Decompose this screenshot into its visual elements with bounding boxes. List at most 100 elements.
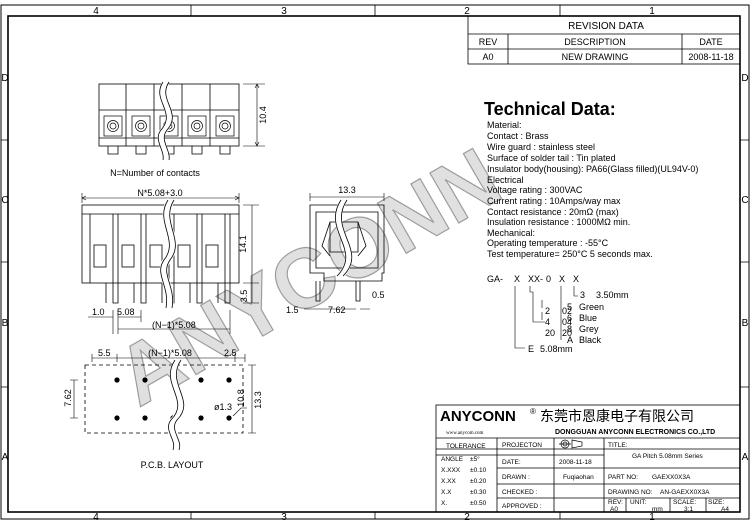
- company-chinese-name: 东莞市恩康电子有限公司: [540, 408, 694, 424]
- title-block: ANYCONN ® 东莞市恩康电子有限公司 www.anycom.com DON…: [435, 404, 741, 513]
- tol-name-0: ANGLE: [441, 456, 464, 463]
- tech-line-6: Voltage rating : 300VAC: [487, 185, 583, 195]
- drawing-frame: [0, 4, 750, 520]
- side-view-housing: [309, 204, 385, 282]
- tech-line-7: Current rating : 10Amps/way max: [487, 196, 621, 206]
- tol-value-4: ±0.50: [470, 500, 487, 507]
- zone-col-top-3: 3: [281, 6, 287, 17]
- tech-line-8: Contact resistance : 20mΩ (max): [487, 207, 619, 217]
- part-no-label: PART NO:: [608, 474, 638, 481]
- zone-row-right-c: C: [741, 195, 748, 206]
- tech-line-0: Material:: [487, 120, 522, 130]
- dim-pitch-total: (N−1)*5.08: [152, 320, 196, 330]
- zone-row-right-b: B: [742, 318, 749, 329]
- dim-front-height: 14.1: [238, 235, 248, 253]
- tech-line-3: Surface of solder tail : Tin plated: [487, 153, 616, 163]
- code-e-desc: 5.08mm: [540, 344, 573, 354]
- code-zero: 0: [546, 274, 551, 284]
- color-code-3: A: [567, 335, 573, 345]
- scale-value: 3:1: [684, 506, 693, 513]
- dim-pcb-outer-height: 13.3: [253, 391, 263, 409]
- checked-label: CHECKED :: [502, 489, 538, 496]
- scale-label: SCALE:: [673, 499, 696, 506]
- front-dim-lines: [88, 310, 231, 334]
- size-value: A4: [721, 506, 729, 513]
- top-view-housing: [98, 83, 240, 147]
- front-view-housing: [81, 204, 240, 284]
- tech-line-1: Contact : Brass: [487, 131, 549, 141]
- color-code-1: 6: [567, 313, 572, 323]
- company-website: www.anycom.com: [446, 431, 484, 436]
- count-code-0: 2: [545, 306, 550, 316]
- drawn-value: Fuqiaohan: [563, 474, 594, 481]
- count-code-2: 20: [545, 328, 555, 338]
- rev-value: A0: [610, 506, 618, 513]
- dim-pcb-right-offset: 2.5: [224, 348, 237, 358]
- projection-label: PROJECTON: [502, 442, 542, 449]
- count-value-1: 04: [562, 317, 572, 327]
- count-code-1: 4: [545, 317, 550, 327]
- tech-line-9: Insulation resistance : 1000MΩ min.: [487, 217, 631, 227]
- top-view-caption: N=Number of contacts: [110, 168, 200, 178]
- tech-line-5: Electrical: [487, 175, 524, 185]
- dim-pitch: 5.08: [117, 307, 135, 317]
- company-logo-text: ANYCONN: [440, 408, 516, 425]
- tol-value-2: ±0.20: [470, 478, 487, 485]
- rev-label: REV:: [608, 499, 623, 506]
- dim-overall-length: N*5.08+3.0: [137, 188, 182, 198]
- code-prefix: GA-: [487, 274, 503, 284]
- tolerance-label: TOLERANCE: [446, 443, 486, 450]
- approved-label: APPROVED :: [502, 503, 542, 510]
- pcb-caption: P.C.B. LAYOUT: [141, 460, 204, 470]
- zone-row-right-d: D: [741, 73, 748, 84]
- tech-line-4: Insulator body(housing): PA66(Glass fill…: [487, 164, 699, 174]
- dim-hole-diameter: ø1.3: [214, 402, 232, 412]
- dim-pin-width: 1.0: [92, 307, 105, 317]
- tol-value-1: ±0.10: [470, 467, 487, 474]
- revision-table: REVISION DATA REV DESCRIPTION DATE A0 NE…: [467, 15, 741, 65]
- dim-side-pin: 0.5: [372, 290, 385, 300]
- dim-pcb-row-spacing: 7.62: [63, 389, 73, 407]
- front-view: [81, 193, 259, 309]
- zone-col-bottom-4: 4: [93, 512, 99, 523]
- projection-symbol-icon: [559, 439, 583, 449]
- revision-header-date: DATE: [699, 37, 722, 47]
- dim-top-height: 10.4: [258, 106, 268, 124]
- code-pitch: X: [573, 274, 579, 284]
- count-value-2: 20: [562, 328, 572, 338]
- tech-data-title: Technical Data:: [484, 99, 616, 119]
- tol-value-3: ±0.30: [470, 489, 487, 496]
- tol-name-1: X.XXX: [441, 467, 461, 474]
- dim-pcb-inner-height: 10.8: [236, 389, 246, 407]
- color-name-1: Blue: [579, 313, 597, 323]
- revision-header-rev: REV: [479, 37, 498, 47]
- code-color: X: [559, 274, 565, 284]
- tech-line-11: Operating temperature : -55°C: [487, 238, 609, 248]
- zone-row-left-b: B: [2, 318, 9, 329]
- part-code: GA- X XX- 0 X X 3 3.50mm 5 Green 6 Blue …: [487, 274, 629, 354]
- dim-side-pitch: 7.62: [328, 305, 346, 315]
- code-pitch-desc: 3.50mm: [596, 290, 629, 300]
- count-value-0: 02: [562, 306, 572, 316]
- zone-col-bottom-2: 2: [464, 512, 470, 523]
- title-value: GA Pitch 5.08mm Series: [632, 453, 704, 460]
- zone-row-left-c: C: [1, 195, 8, 206]
- date-value: 2008-11-18: [559, 459, 592, 466]
- tech-line-10: Mechanical:: [487, 228, 536, 238]
- drawing-no-value: AN-GAEXX0X3A: [660, 489, 710, 496]
- dim-side-offset: 1.5: [286, 305, 299, 315]
- pcb-outline: [84, 364, 244, 434]
- revision-description-value: NEW DRAWING: [562, 52, 629, 62]
- dim-pin-length: 3.5: [239, 290, 249, 303]
- tech-line-12: Test temperature= 250°C 5 seconds max.: [487, 249, 653, 259]
- color-code-2: 8: [567, 324, 572, 334]
- tol-value-0: ±5°: [470, 455, 480, 463]
- revision-header-description: DESCRIPTION: [564, 37, 626, 47]
- tol-name-2: X.XX: [441, 478, 456, 485]
- revision-date-value: 2008-11-18: [688, 52, 733, 62]
- company-english-name: DONGGUAN ANYCONN ELECTRONICS CO.,LTD: [555, 429, 715, 436]
- zone-col-bottom-3: 3: [281, 512, 287, 523]
- dim-side-depth: 13.3: [338, 185, 356, 195]
